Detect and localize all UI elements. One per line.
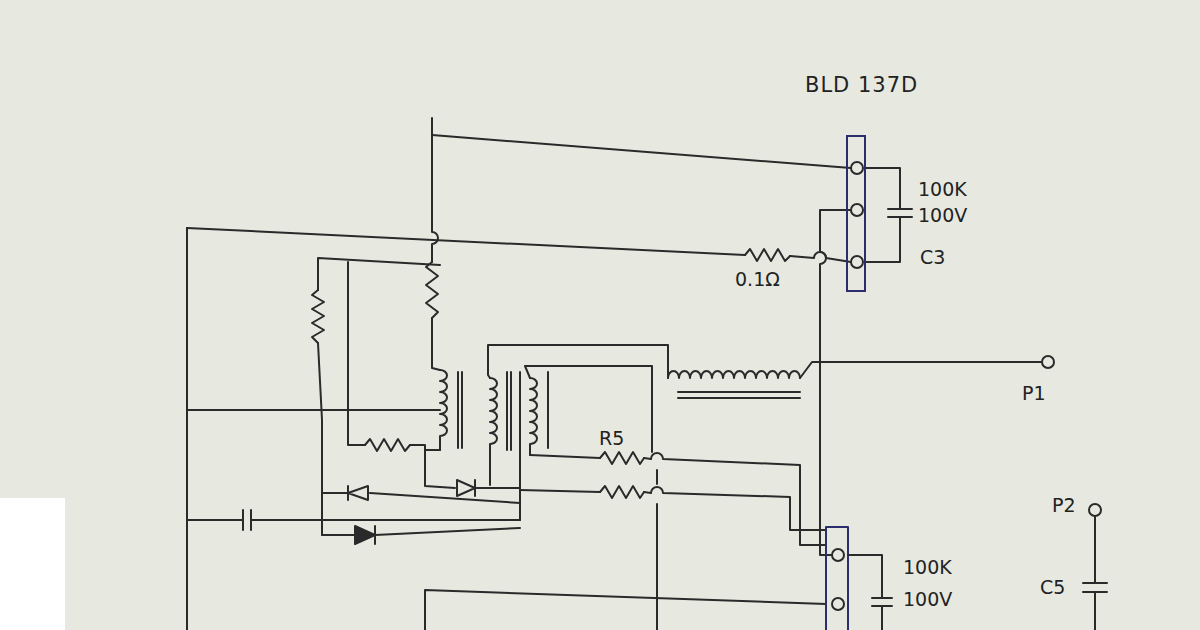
resistor-symbol <box>600 452 644 464</box>
wire <box>800 362 1042 378</box>
part-label: R5 <box>597 427 626 449</box>
core-lines <box>507 372 511 450</box>
wire <box>432 135 851 168</box>
transistor-package: BLD 137D <box>805 72 924 292</box>
part-label: C5 <box>1038 576 1067 598</box>
pin-circle <box>851 204 863 216</box>
pin-circle <box>851 256 863 268</box>
pin-circle <box>832 598 844 610</box>
terminal-circle <box>1042 356 1054 368</box>
capacitor-symbol <box>848 555 892 630</box>
core-lines <box>678 392 800 398</box>
pin-circle <box>832 549 844 561</box>
wire <box>322 528 520 535</box>
core-lines <box>547 372 549 448</box>
wire <box>488 345 668 378</box>
wire <box>790 252 851 262</box>
resistor-symbol <box>745 249 790 261</box>
wire <box>348 262 365 445</box>
wire <box>425 590 826 630</box>
wire <box>520 490 600 492</box>
winding-symbol <box>490 378 497 485</box>
terminal-name: P2 <box>1050 494 1078 516</box>
wire <box>187 228 745 255</box>
wire <box>318 343 322 535</box>
wire <box>410 445 455 488</box>
resistor-symbol <box>312 290 324 343</box>
capacitor-value: 100K <box>916 178 969 200</box>
core-lines <box>458 372 462 448</box>
diode-symbol <box>457 480 475 496</box>
capacitor-symbol <box>866 168 912 262</box>
voltage-rating: 100V <box>901 588 954 610</box>
voltage-rating: 100V <box>916 204 969 226</box>
winding-symbol <box>440 370 447 450</box>
wire <box>530 455 600 458</box>
inductor-symbol <box>668 371 800 378</box>
paper-patch <box>0 498 65 630</box>
winding-symbol <box>530 378 537 455</box>
wire <box>432 318 440 370</box>
wire <box>644 453 826 545</box>
capacitor-symbol <box>187 510 520 530</box>
transistor-package <box>826 527 848 630</box>
capacitor-value: 100K <box>901 556 954 578</box>
package-outline <box>846 135 866 292</box>
diode-symbol <box>374 526 376 544</box>
pin-circle <box>851 162 863 174</box>
wire <box>186 228 188 630</box>
part-label: C3 <box>918 246 947 268</box>
capacitor-symbol <box>1083 516 1107 630</box>
wire <box>425 449 440 451</box>
terminal-name: P1 <box>1020 382 1048 404</box>
wire <box>525 366 652 452</box>
wire <box>475 487 520 489</box>
resistor-symbol <box>426 262 438 318</box>
diode-symbol <box>348 486 368 500</box>
wire <box>644 487 826 530</box>
part-number: BLD 137D <box>805 72 918 98</box>
wire <box>187 409 440 411</box>
wire <box>519 372 521 520</box>
terminal-circle <box>1089 504 1101 516</box>
resistor-symbol <box>600 486 644 498</box>
diode-symbol <box>355 526 375 544</box>
wire <box>318 258 440 290</box>
resistor-value: 0.1Ω <box>733 268 782 290</box>
wire <box>656 470 658 630</box>
resistor-symbol <box>365 439 410 451</box>
